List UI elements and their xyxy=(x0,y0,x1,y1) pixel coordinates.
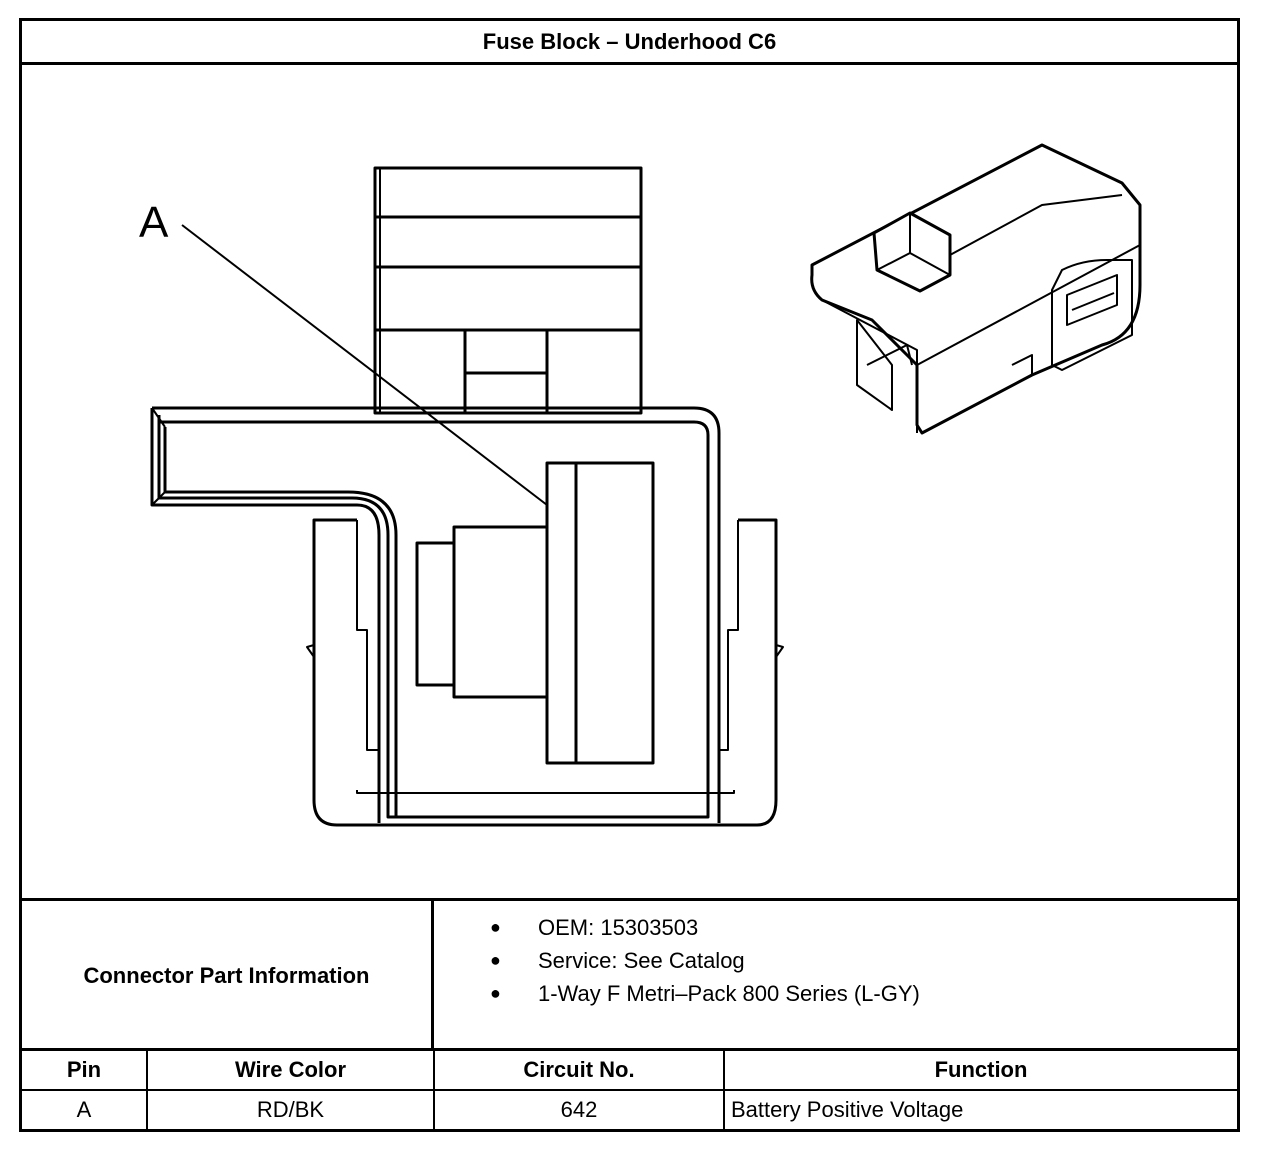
callout-leader xyxy=(181,224,548,506)
cell-circuit-no: 642 xyxy=(433,1089,725,1129)
column-header-wire-color: Wire Color xyxy=(146,1048,435,1091)
pin-table: Pin Wire Color Circuit No. Function A RD… xyxy=(22,1048,1237,1129)
bullet-icon: ● xyxy=(490,983,501,1003)
column-header-function: Function xyxy=(723,1048,1237,1091)
info-item: ●1-Way F Metri–Pack 800 Series (L-GY) xyxy=(434,977,1237,1010)
column-header-pin: Pin xyxy=(22,1048,148,1091)
connector-body xyxy=(150,406,721,823)
bullet-icon: ● xyxy=(490,917,501,937)
sheet-title: Fuse Block – Underhood C6 xyxy=(22,21,1237,65)
terminal-cavity xyxy=(415,461,655,765)
info-list: ●OEM: 15303503 ●Service: See Catalog ●1-… xyxy=(434,901,1237,1051)
cell-pin: A xyxy=(22,1089,148,1129)
connector-isometric-view xyxy=(810,143,1142,435)
column-header-circuit-no: Circuit No. xyxy=(433,1048,725,1091)
connector-sheet: Fuse Block – Underhood C6 xyxy=(19,18,1240,1132)
info-label: Connector Part Information xyxy=(22,901,434,1051)
callout-label-a: A xyxy=(139,198,169,247)
cell-function: Battery Positive Voltage xyxy=(723,1089,1237,1129)
connector-housing xyxy=(306,518,784,827)
connector-part-information: Connector Part Information ●OEM: 1530350… xyxy=(22,898,1237,1051)
table-header-row: Pin Wire Color Circuit No. Function xyxy=(22,1048,1237,1091)
connector-drawing: A xyxy=(22,65,1237,898)
table-row: A RD/BK 642 Battery Positive Voltage xyxy=(22,1089,1237,1129)
latch-block xyxy=(373,166,643,415)
connector-face-view: A xyxy=(139,143,1142,827)
info-item: ●Service: See Catalog xyxy=(434,944,1237,977)
bullet-icon: ● xyxy=(490,950,501,970)
cell-wire-color: RD/BK xyxy=(146,1089,435,1129)
info-item: ●OEM: 15303503 xyxy=(434,911,1237,944)
